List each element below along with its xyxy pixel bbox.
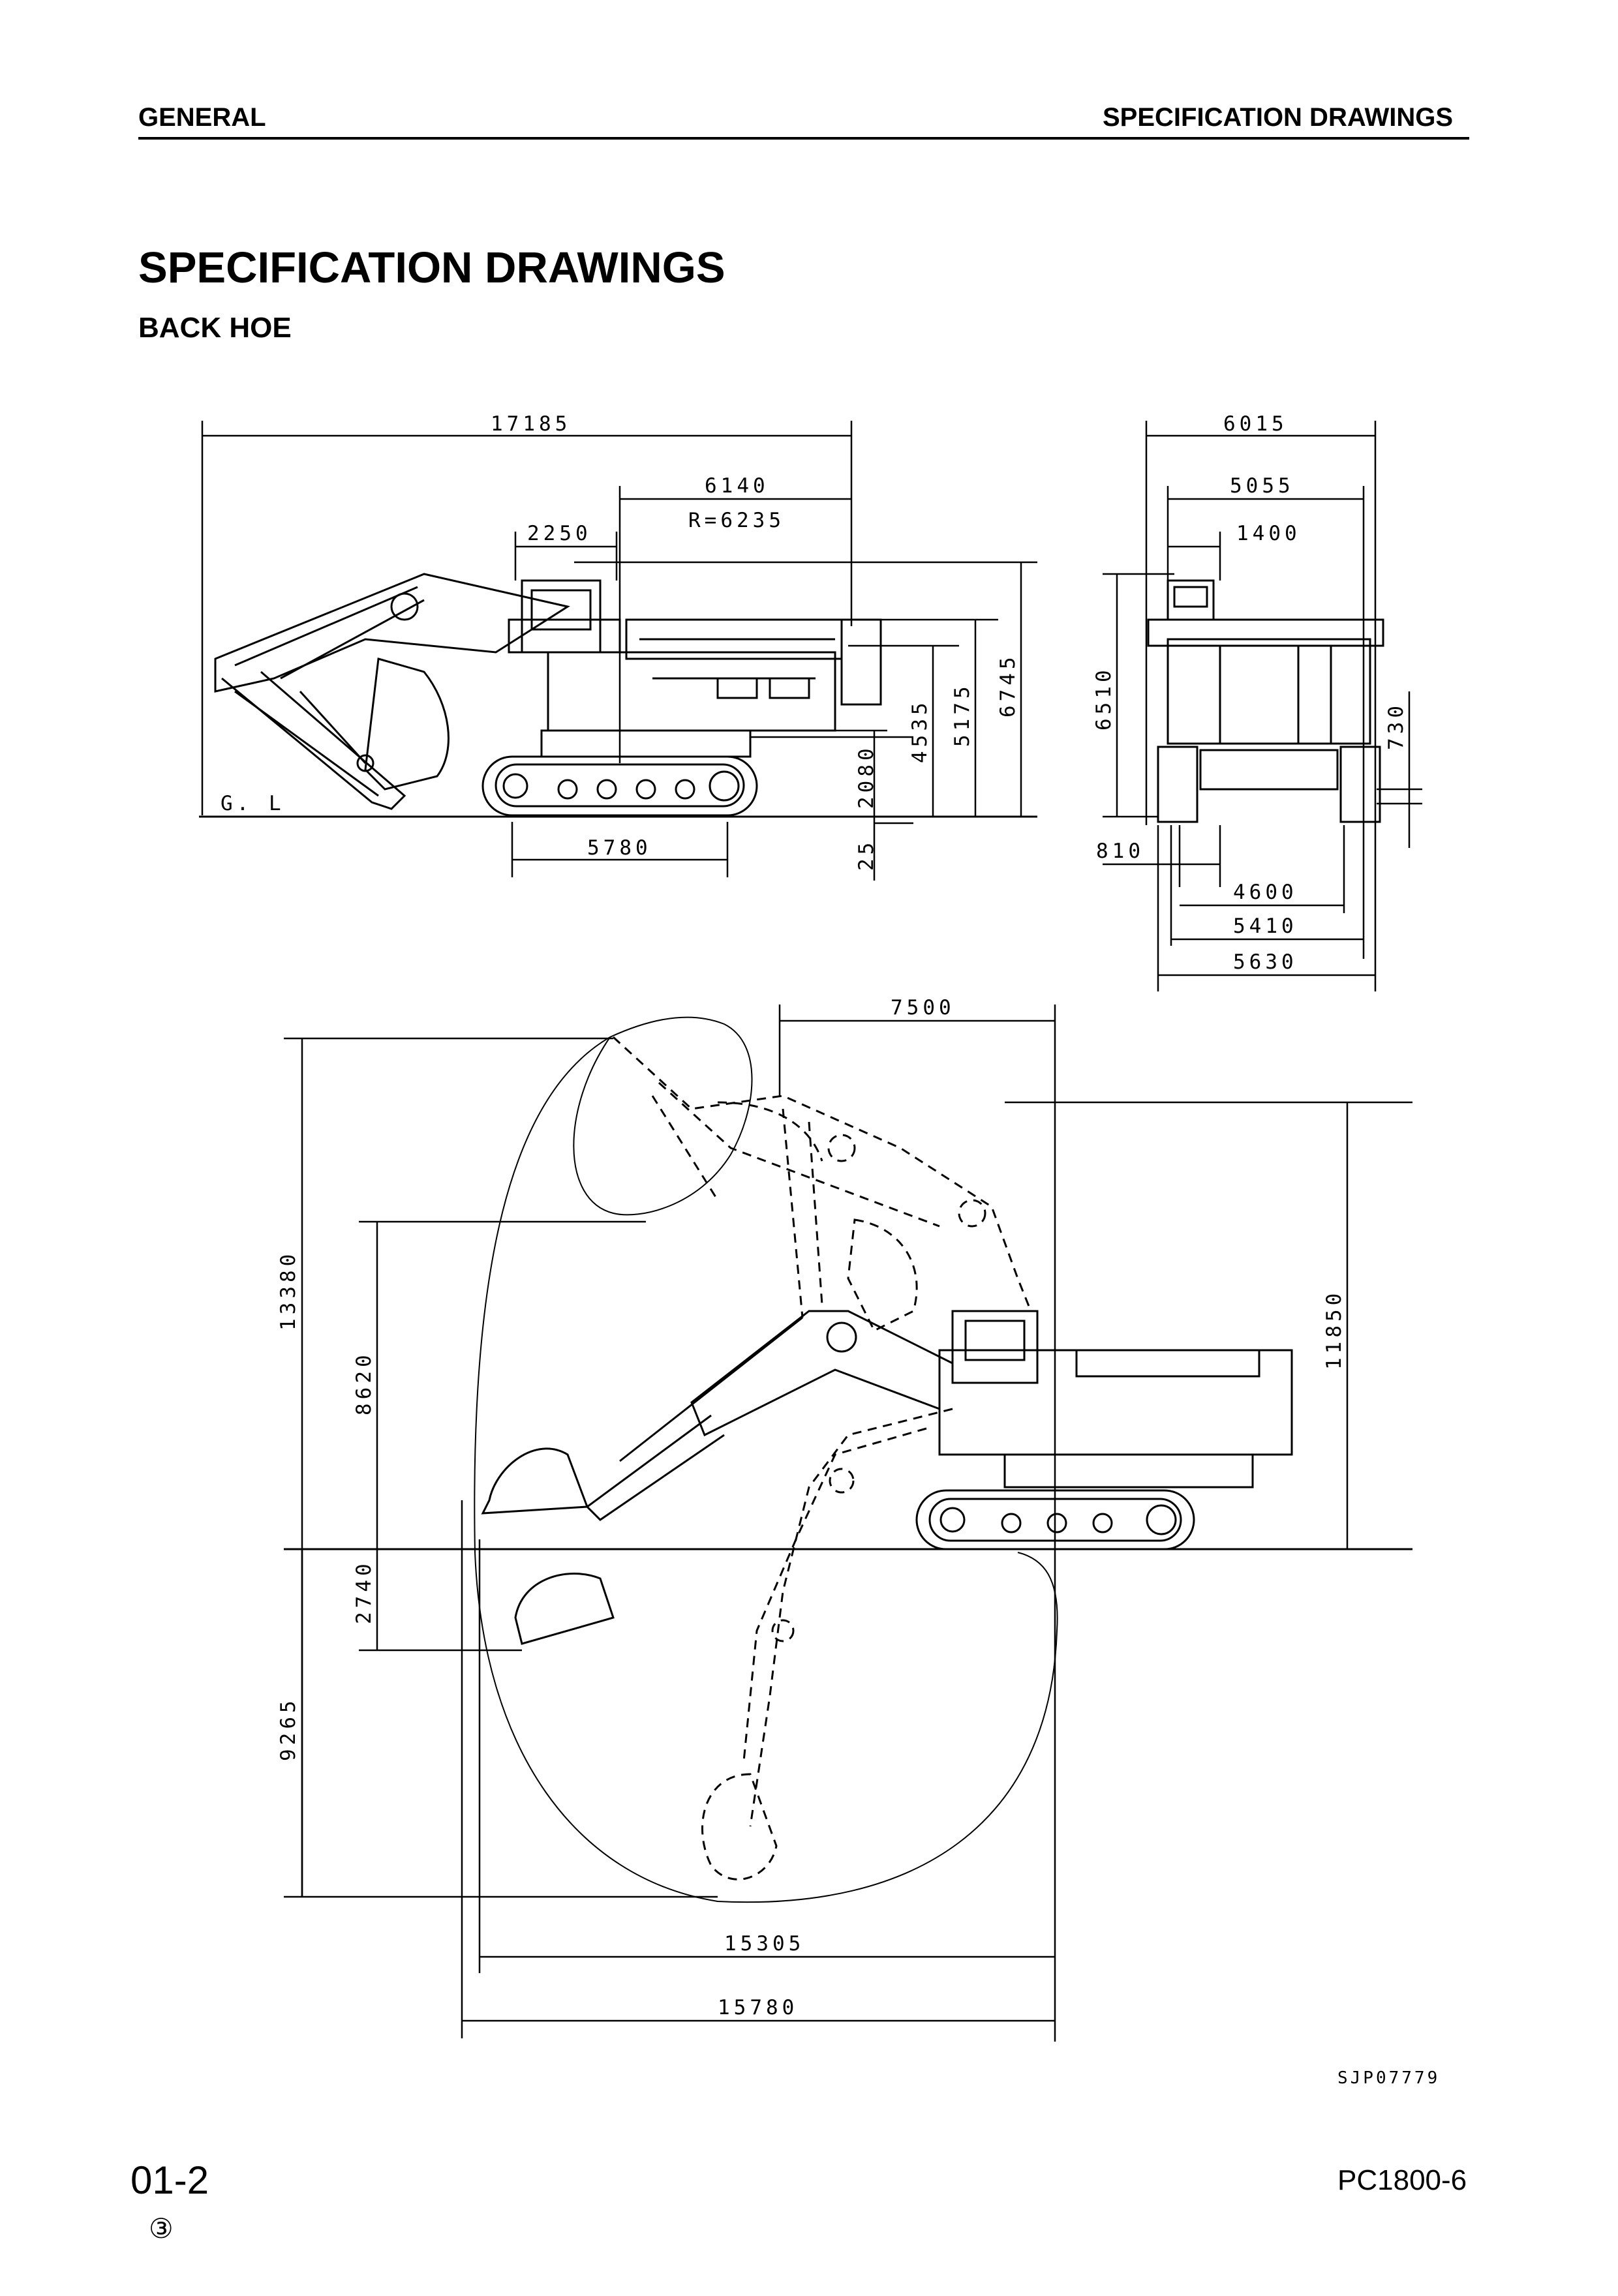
dim-max-digging-depth: 9265 [277, 1697, 300, 1761]
page-title: SPECIFICATION DRAWINGS [138, 243, 725, 292]
dim-track-height: 730 [1384, 702, 1408, 750]
side-view-drawing [199, 573, 1037, 818]
dim-max-reach: 15780 [718, 1996, 798, 2019]
dim-height-engine-hood: 4535 [908, 699, 932, 763]
dim-shoe-width: 810 [1096, 839, 1144, 863]
front-view-drawing [1147, 579, 1384, 823]
dim-max-height: 13380 [277, 1250, 300, 1331]
dim-tail-swing: 6140 [705, 474, 769, 498]
dim-reach-to-center: 7500 [891, 996, 955, 1020]
dim-overall-length: 17185 [491, 412, 571, 436]
dim-max-dump-height: 8620 [352, 1351, 376, 1415]
page-number: 01-2 [130, 2158, 209, 2202]
header-rule [138, 137, 1469, 140]
dim-height-top-of-boom: 11850 [1322, 1290, 1346, 1370]
dimension-labels: 17185 6140 R=6235 2250 G. L 5780 25 2080… [221, 412, 1440, 2088]
dim-upper-width: 6015 [1223, 412, 1288, 436]
revision-mark: ③ [149, 2213, 174, 2244]
dim-cab-width-span: 5055 [1230, 474, 1294, 498]
page-subtitle: BACK HOE [138, 312, 292, 344]
header-section-right: SPECIFICATION DRAWINGS [1103, 103, 1454, 132]
dim-max-track-width: 5630 [1233, 950, 1298, 974]
ground-line-label: G. L [221, 792, 285, 815]
dim-counterweight-clearance: 2080 [855, 744, 878, 809]
dim-max-digging-depth-vertical: 2740 [352, 1560, 376, 1624]
dim-cab-offset: 2250 [527, 522, 592, 545]
dim-track-length: 5780 [587, 836, 652, 860]
side-view-dimensions [201, 421, 1037, 881]
dim-max-reach-ground: 15305 [724, 1932, 804, 1956]
dim-overall-height: 6745 [996, 653, 1020, 718]
dim-cab-width: 1400 [1236, 522, 1301, 545]
drawing-reference-number: SJP07779 [1337, 2068, 1440, 2088]
front-view-dimensions [1103, 421, 1422, 991]
dim-height-handrail: 5175 [951, 682, 974, 747]
model-number: PC1800-6 [1337, 2164, 1467, 2196]
dim-front-overall-height: 6510 [1092, 666, 1116, 731]
dim-track-gauge: 4600 [1233, 881, 1298, 904]
dim-ground-clearance: 25 [855, 839, 878, 871]
working-range-dimensions [284, 1004, 1412, 2042]
header-section-left: GENERAL [138, 103, 266, 132]
dim-overall-track-width: 5410 [1233, 914, 1298, 938]
working-range-dashed-positions [612, 1036, 1032, 1881]
working-range-drawing [284, 1016, 1412, 1903]
dim-tail-radius: R=6235 [688, 509, 785, 532]
